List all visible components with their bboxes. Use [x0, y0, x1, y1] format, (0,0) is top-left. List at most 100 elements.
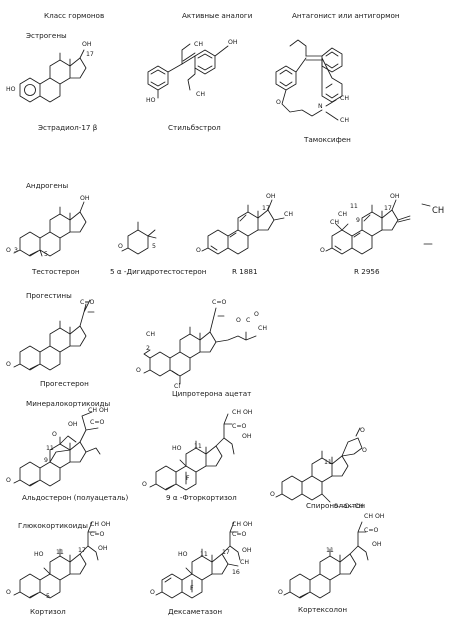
atom-ch3: CH	[196, 91, 205, 98]
atom-o: O	[142, 481, 147, 488]
locant-17: 17	[222, 549, 230, 556]
locant-17: 17	[262, 205, 270, 212]
atom-o: O	[6, 477, 11, 484]
atom-ch2oh: CH OH	[364, 513, 385, 520]
locant-5: 5	[152, 243, 156, 250]
label-cyproterone: Ципротерона ацетат	[172, 389, 252, 398]
locant-2: 2	[146, 345, 150, 352]
atom-ho: HO	[178, 551, 188, 558]
label-cortisol: Кортизол	[30, 607, 66, 616]
atom-oh: OH	[372, 541, 382, 548]
label-tamoxifen: Тамоксифен	[304, 135, 351, 144]
locant-11: 11	[56, 549, 64, 556]
label-cortexolone: Кортексолон	[298, 605, 348, 614]
atom-n: N	[318, 103, 323, 110]
atom-oh: OH	[80, 195, 90, 202]
atom-o: O	[362, 447, 367, 454]
group-mineralocorticoids: Минералокортикоиды	[26, 399, 111, 408]
atom-o: O	[136, 367, 141, 374]
atom-o: O	[6, 589, 11, 596]
atom-oh: OH	[228, 39, 238, 46]
header-hormone-class: Класс гормонов	[44, 11, 105, 20]
label-dht: 5 α -Дигидротестостерон	[110, 267, 207, 276]
atom-ch3: CH	[330, 219, 339, 226]
atom-o: O	[118, 243, 123, 250]
atom-o: O	[254, 311, 259, 318]
locant-11: 11	[46, 445, 54, 452]
atom-ho: HO	[146, 97, 156, 104]
atom-ch3: CH	[432, 205, 445, 215]
atom-o: O	[320, 247, 325, 254]
atom-oh: OH	[390, 193, 400, 200]
locant-16: 16	[232, 569, 240, 576]
atom-cl: Cl	[174, 383, 181, 390]
estradiol-structure	[19, 49, 87, 103]
locant-3: 3	[14, 247, 18, 254]
atom-ch3: CH	[340, 95, 349, 102]
label-r2956: R 2956	[354, 267, 380, 276]
atom-oh: OH	[242, 547, 252, 554]
atom-s-c-ch3: S—C—CH	[334, 503, 364, 510]
label-fluorocortisol: 9 α -Фторкортизол	[166, 493, 237, 502]
atom-ch3: CH	[284, 211, 293, 218]
dht-structure	[121, 221, 157, 255]
locant-9: 9	[44, 457, 48, 464]
atom-ho: HO	[172, 445, 182, 452]
group-androgens: Андрогены	[26, 181, 69, 190]
label-testosterone: Тестостерон	[32, 267, 80, 276]
atom-c: C	[246, 317, 251, 324]
header-active-analogs: Активные аналоги	[182, 11, 253, 20]
atom-ch3: CH	[340, 117, 349, 124]
locant-5: 5	[46, 593, 50, 600]
atom-oh: OH	[98, 545, 108, 552]
group-progestins: Прогестины	[26, 291, 72, 300]
group-glucocorticoids: Глюкокортикоиды	[18, 521, 88, 530]
atom-o: O	[52, 431, 57, 438]
cortisol-structure	[13, 521, 99, 599]
label-r1881: R 1881	[232, 267, 258, 276]
label-progesterone: Прогестерон	[40, 379, 89, 388]
cyproterone-structure	[143, 307, 257, 385]
atom-o: O	[196, 247, 201, 254]
tamoxifen-structure	[275, 39, 343, 121]
atom-c-o: C=O	[232, 531, 247, 538]
atom-ch3: CH	[240, 559, 249, 566]
atom-o: O	[278, 589, 283, 596]
atom-ch3: CH	[258, 325, 267, 332]
locant-17: 17	[78, 547, 86, 554]
atom-o: O	[270, 491, 275, 498]
locant-5: 5	[44, 251, 48, 258]
atom-o: O	[236, 317, 241, 324]
locant-11: 11	[350, 203, 358, 210]
atom-o: O	[276, 99, 281, 106]
label-aldosterone: Альдостерон (полуацеталь)	[22, 493, 129, 502]
atom-ho: HO	[6, 86, 16, 93]
atom-ch2oh: CH OH	[232, 409, 253, 416]
atom-c-o: C=O	[80, 299, 95, 306]
locant-11: 11	[324, 459, 332, 466]
dexamethasone-structure	[155, 521, 241, 599]
locant-9: 9	[356, 217, 360, 224]
spironolactone-structure	[275, 427, 363, 503]
atom-o: O	[6, 247, 11, 254]
atom-f: F	[190, 585, 194, 592]
atom-oh: OH	[82, 41, 92, 48]
atom-c-o: C=O	[212, 299, 227, 306]
aldosterone-structure	[13, 411, 101, 487]
atom-oh: OH	[242, 433, 252, 440]
atom-c-o: C=O	[90, 419, 105, 426]
atom-f: F	[186, 475, 190, 482]
atom-ch2: CH	[194, 41, 203, 48]
group-estrogens: Эстрогены	[26, 31, 67, 40]
label-dexamethasone: Дексаметазон	[168, 607, 223, 616]
header-antagonist: Антагонист или антигормон	[292, 11, 400, 20]
r2956-structure	[325, 199, 433, 255]
fluorocortisol-structure	[149, 413, 235, 491]
stilbestrol-structure	[147, 43, 229, 99]
atom-ch2oh: CH OH	[90, 521, 111, 528]
locant-11: 11	[326, 547, 334, 554]
locant-17: 17	[86, 51, 94, 58]
atom-o: O	[150, 589, 155, 596]
locant-11: 11	[194, 443, 202, 450]
